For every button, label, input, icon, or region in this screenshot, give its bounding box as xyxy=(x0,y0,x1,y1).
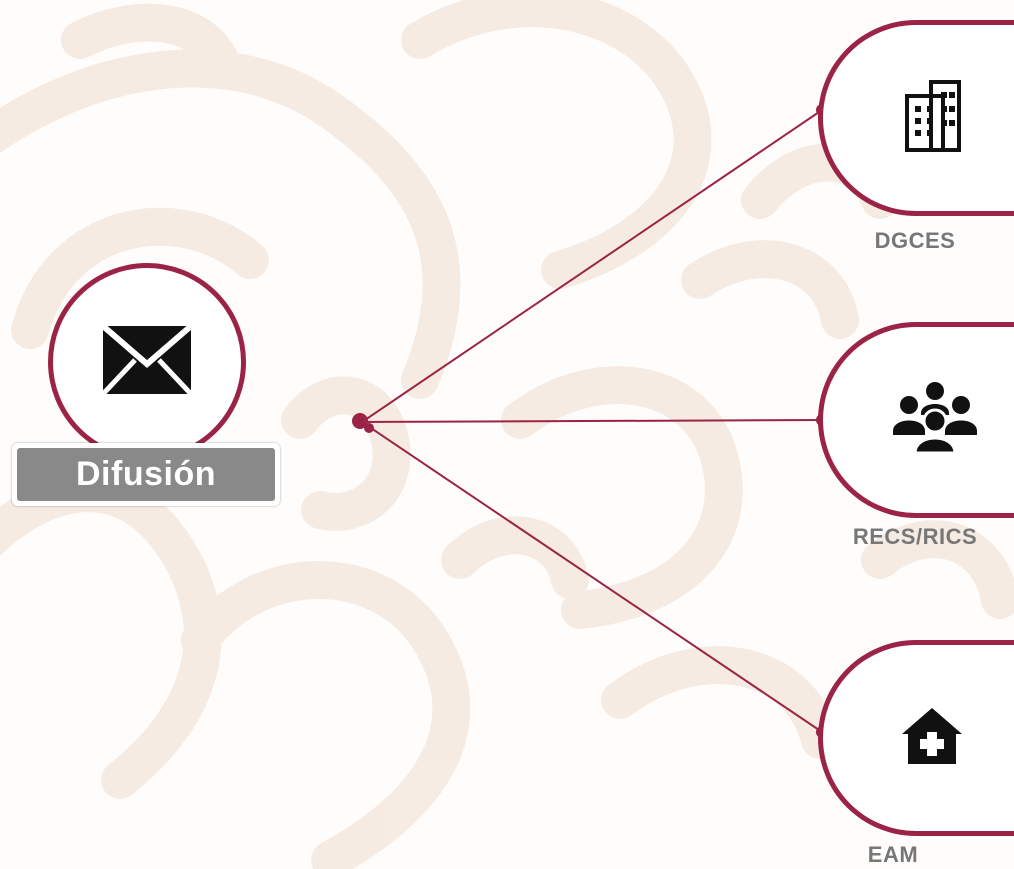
target-label-recs: RECS/RICS xyxy=(852,524,978,549)
hub-dot-small xyxy=(364,423,374,433)
source-label: Difusión xyxy=(17,448,275,501)
target-label-eam: EAM xyxy=(867,842,919,867)
connector-line-eam xyxy=(361,421,823,733)
source-node[interactable] xyxy=(48,263,246,461)
source-label-badge: Difusión xyxy=(12,443,280,506)
target-node-recs[interactable] xyxy=(818,322,1014,518)
target-node-eam[interactable] xyxy=(818,640,1014,836)
target-label-dgces: DGCES xyxy=(874,228,956,253)
target-node-dgces[interactable] xyxy=(818,20,1014,216)
hub-node xyxy=(352,413,368,429)
connector-line-recs xyxy=(361,419,823,423)
connector-line-dgces xyxy=(361,109,823,423)
clinic-house-icon xyxy=(900,706,964,771)
people-group-icon xyxy=(891,381,979,460)
envelope-icon xyxy=(101,323,193,401)
building-icon xyxy=(904,79,961,157)
